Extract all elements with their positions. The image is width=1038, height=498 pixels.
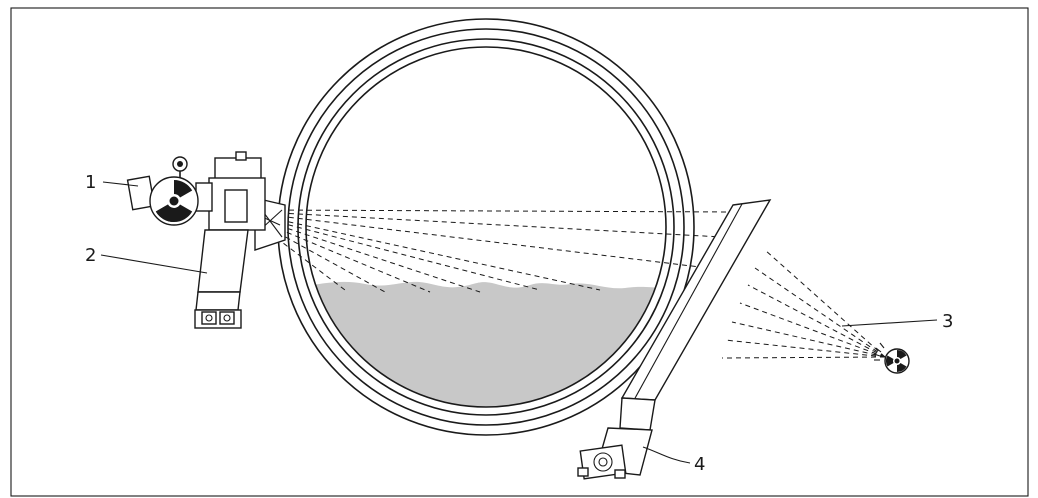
- callout-leader-2: [100, 254, 208, 274]
- right-beams: [721, 249, 886, 359]
- rod-detector: [577, 199, 772, 480]
- callout-leader-4: [642, 446, 691, 464]
- callout-label-2: 2: [85, 245, 96, 266]
- vessel: [277, 18, 695, 436]
- transmitter-head: [214, 157, 262, 181]
- transmitter-body: [197, 229, 249, 293]
- callout-leaders: [100, 181, 938, 464]
- detector-neck: [619, 397, 656, 431]
- transmitter: [194, 151, 266, 329]
- callout-label-1: 1: [85, 172, 96, 193]
- source-container-assembly: [126, 151, 286, 329]
- callout-label-3: 3: [942, 311, 953, 332]
- callout-leader-3: [841, 319, 938, 327]
- vessel-inner-surface: [305, 46, 667, 408]
- point-source: [873, 342, 910, 374]
- callout-leader-1: [102, 181, 139, 187]
- source-container: [126, 156, 213, 226]
- callout-label-4: 4: [694, 454, 705, 475]
- left-beams: [261, 209, 736, 293]
- terminal-block-icon: [577, 444, 627, 480]
- radiation-icon: [884, 348, 910, 374]
- vessel-wall: [287, 28, 685, 426]
- transmitter-display: [224, 189, 248, 223]
- figure-frame: [10, 7, 1029, 497]
- radiation-icon: [149, 176, 199, 226]
